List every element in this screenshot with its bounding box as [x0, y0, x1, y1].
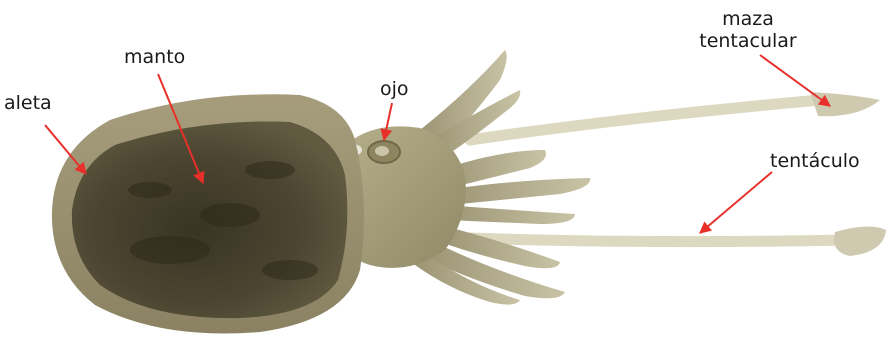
- upper-tentacle: [470, 100, 820, 140]
- label-maza-line1: maza: [678, 8, 818, 30]
- lower-tentacular-club: [834, 226, 886, 256]
- lower-tentacle: [470, 238, 850, 242]
- label-tentaculo: tentáculo: [770, 150, 860, 172]
- arrow-tentaculo: [700, 172, 772, 233]
- label-aleta: aleta: [4, 92, 52, 114]
- label-maza-line2: tentacular: [678, 30, 818, 52]
- label-ojo: ojo: [380, 78, 409, 100]
- label-maza-tentacular: maza tentacular: [678, 8, 818, 52]
- tentacles: [470, 92, 886, 256]
- upper-tentacular-club: [810, 92, 880, 116]
- label-manto: manto: [124, 46, 185, 68]
